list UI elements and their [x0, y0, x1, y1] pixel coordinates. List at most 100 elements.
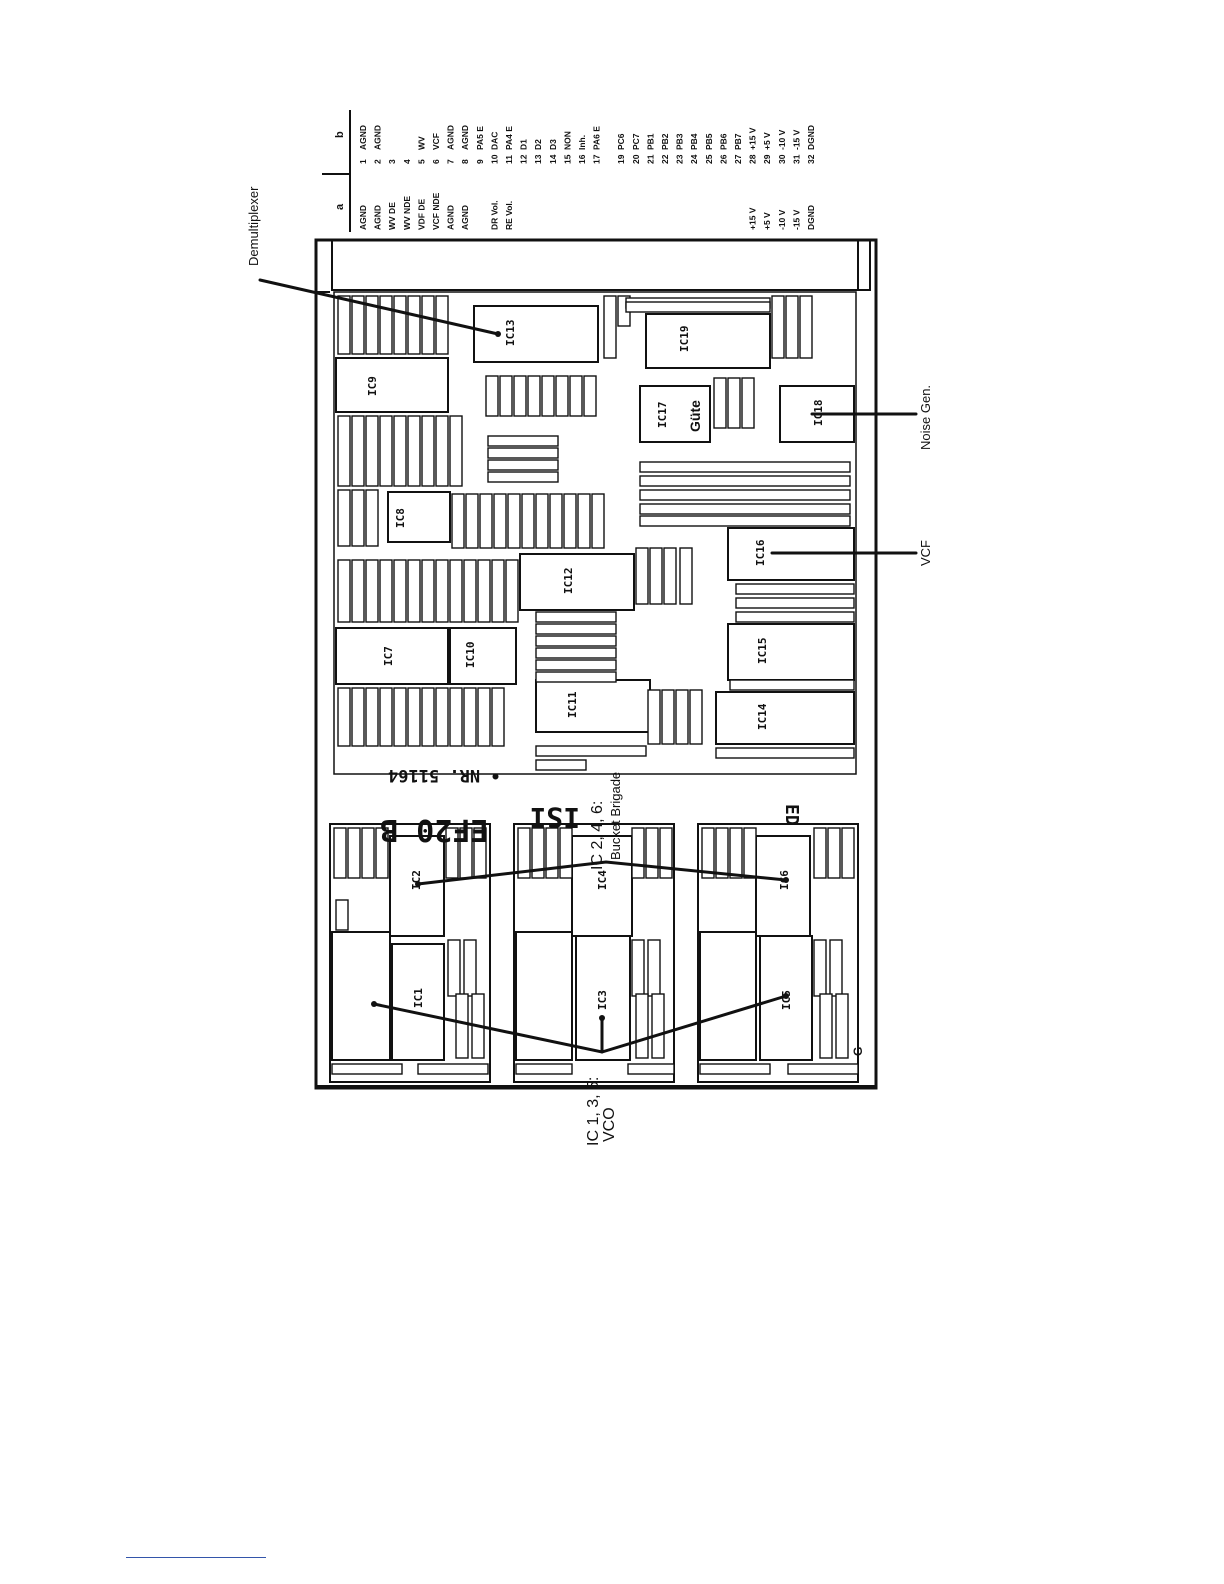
pinout-signal-a: AGND [460, 205, 470, 230]
ic-13-lower [699, 931, 757, 1061]
passive-component [535, 671, 617, 683]
ic-12-label: IC12 [562, 568, 575, 595]
passive-component [435, 559, 449, 623]
noise-gen-label: Noise Gen. [918, 385, 933, 450]
passive-component [675, 689, 689, 745]
passive-component [337, 295, 351, 355]
pinout-pin-number: 13 [533, 154, 543, 164]
passive-component [701, 827, 715, 879]
pinout-signal-a: DR Vol. [489, 200, 499, 230]
pinout-pin-number: 1 [358, 159, 368, 164]
pinout-signal-b: DGND [806, 125, 816, 150]
passive-component [435, 415, 449, 487]
passive-component [625, 301, 771, 313]
ic-10 [449, 627, 517, 685]
passive-component [659, 827, 673, 879]
pinout-signal-b: PC7 [631, 133, 641, 150]
passive-component [639, 461, 851, 473]
passive-component [447, 939, 461, 997]
ic-12 [519, 553, 635, 611]
passive-component [741, 377, 755, 429]
passive-component [639, 475, 851, 487]
passive-component [407, 295, 421, 355]
pinout-signal-b: AGND [460, 125, 470, 150]
passive-component [455, 993, 469, 1059]
footer-rule [126, 1557, 266, 1558]
passive-component [563, 493, 577, 549]
passive-component [351, 295, 365, 355]
passive-component [465, 493, 479, 549]
pinout-signal-a: +5 V [762, 212, 772, 230]
vco-label: VCO [601, 1107, 618, 1142]
passive-component [663, 547, 677, 605]
passive-component [787, 1063, 859, 1075]
passive-component [351, 489, 365, 547]
ic-19-label: IC19 [678, 326, 691, 353]
passive-component [393, 687, 407, 747]
passive-component [337, 489, 351, 547]
passive-component [835, 993, 849, 1059]
pinout-header-a: a [334, 203, 346, 210]
passive-component [603, 295, 617, 359]
ic-8-label: IC8 [394, 508, 407, 528]
pinout-signal-a: -15 V [791, 209, 801, 230]
passive-component [347, 827, 361, 879]
ic-14 [715, 691, 855, 745]
passive-component [729, 679, 855, 691]
passive-component [407, 559, 421, 623]
passive-component [463, 939, 477, 997]
passive-component [591, 493, 605, 549]
passive-component [379, 415, 393, 487]
pinout-header-b: b [334, 131, 346, 138]
pinout-pin-number: 25 [704, 154, 714, 164]
passive-component [527, 375, 541, 417]
ic-7 [335, 627, 449, 685]
passive-component [351, 687, 365, 747]
passive-component [813, 827, 827, 879]
passive-component [631, 939, 645, 997]
pinout-pin-number: 6 [431, 159, 441, 164]
pinout-signal-b: PB5 [704, 133, 714, 150]
ic-10-label: IC10 [464, 642, 477, 669]
passive-component [735, 597, 855, 609]
pinout-pin-number: 22 [660, 154, 670, 164]
passive-component [829, 939, 843, 997]
passive-component [639, 503, 851, 515]
passive-component [351, 559, 365, 623]
passive-component [365, 489, 379, 547]
passive-component [365, 687, 379, 747]
passive-component [541, 375, 555, 417]
bucket-brigade-label: Bucket Brigade [608, 772, 623, 860]
ic-3-label: IC3 [596, 990, 609, 1010]
pinout-signal-a: VCF NDE [431, 192, 441, 230]
pinout-signal-a: -10 V [777, 209, 787, 230]
passive-component [407, 415, 421, 487]
pinout-pin-number: 28 [748, 154, 758, 164]
passive-component [333, 827, 347, 879]
pinout-signal-b: +15 V [748, 127, 758, 150]
ic-6 [755, 835, 811, 937]
pinout-pin-number: 4 [402, 159, 412, 164]
passive-component [463, 559, 477, 623]
pinout-signal-a: AGND [373, 205, 383, 230]
passive-component [449, 687, 463, 747]
passive-component [417, 1063, 489, 1075]
vco-ics-label: IC 1, 3, 5: [585, 1077, 602, 1146]
ic-2-label: IC2 [410, 870, 423, 890]
passive-component [649, 547, 663, 605]
pinout-signal-b: PA4 E [504, 126, 514, 150]
pinout-pin-number: 5 [416, 159, 426, 164]
passive-component [651, 993, 665, 1059]
pinout-pin-number: 15 [562, 154, 572, 164]
passive-component [365, 295, 379, 355]
passive-component [535, 759, 587, 771]
pinout-pin-number: 10 [489, 154, 499, 164]
ic-14-label: IC14 [756, 703, 769, 730]
pcb-board [314, 238, 878, 1090]
pinout-signal-b: PC6 [616, 133, 626, 150]
pinout-signal-b: VCF [431, 133, 441, 150]
ic-17 [639, 385, 711, 443]
ic-4-label: IC4 [596, 870, 609, 890]
passive-component [743, 827, 757, 879]
pinout-pin-number: 3 [387, 159, 397, 164]
